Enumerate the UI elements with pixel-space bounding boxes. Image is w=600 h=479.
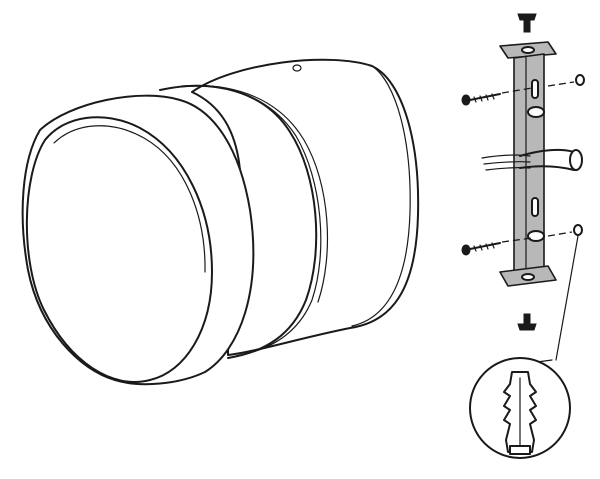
wall-anchor-upper-icon	[575, 74, 585, 86]
wall-anchor-lower-icon	[573, 224, 583, 236]
wall-screw-upper-icon	[461, 74, 585, 106]
cable-entry-icon	[569, 149, 583, 171]
bracket-slot-2	[527, 106, 545, 118]
cap-face	[25, 116, 213, 383]
groove-ring-line	[181, 84, 328, 303]
wall-plug-detail	[469, 235, 579, 459]
bracket-bar	[513, 53, 545, 277]
bracket-top-hole-icon	[521, 46, 535, 54]
top-hole-icon	[292, 64, 302, 72]
groove-ring-inner	[169, 85, 322, 357]
bracket-slot-1	[531, 79, 539, 99]
bracket-bottom-hole-icon	[521, 273, 535, 281]
front-cap	[21, 94, 255, 386]
screw-bottom-icon	[517, 313, 537, 331]
screw-top-icon	[517, 13, 537, 33]
mounting-bracket	[499, 41, 557, 287]
wall-plug-collar	[509, 445, 531, 455]
wall-screw-lower-icon	[461, 224, 583, 256]
cap-face-edge	[53, 125, 206, 273]
bracket-slot-4	[527, 230, 545, 242]
detail-leader	[555, 235, 579, 361]
power-cable-icon	[481, 148, 583, 171]
rear-rim	[351, 65, 411, 327]
bracket-slot-3	[531, 197, 539, 217]
